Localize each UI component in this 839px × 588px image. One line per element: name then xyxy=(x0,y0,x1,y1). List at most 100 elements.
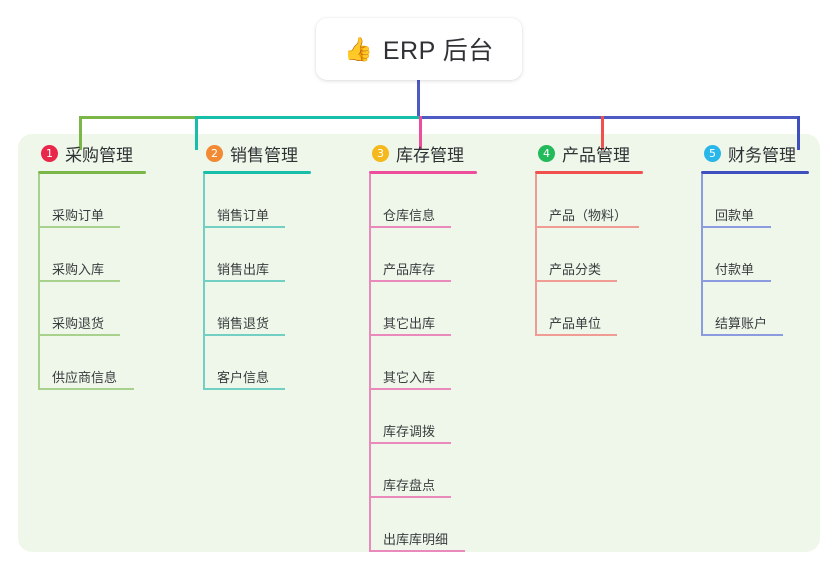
branch-item-rule xyxy=(535,226,639,228)
branch-index-badge: 4 xyxy=(538,144,555,162)
branch-item[interactable]: 产品单位 xyxy=(535,282,643,336)
branch-header-2[interactable]: 2 销售管理 xyxy=(203,140,311,166)
branch-item[interactable]: 客户信息 xyxy=(203,336,311,390)
branch-item-rule xyxy=(701,280,771,282)
branch-item-rule xyxy=(38,280,120,282)
branch-item-rule xyxy=(38,334,120,336)
branch-spine xyxy=(38,174,40,390)
branch-item-rule xyxy=(203,388,285,390)
branch-item-label: 销售订单 xyxy=(217,208,270,223)
branch-item-rule xyxy=(369,280,451,282)
branch-item-label: 结算账户 xyxy=(715,316,768,331)
connector-bus-segment-2 xyxy=(195,116,422,119)
branch-item[interactable]: 其它出库 xyxy=(369,282,477,336)
branch-item[interactable]: 采购订单 xyxy=(38,174,146,228)
connector-drop-5 xyxy=(797,116,800,150)
branch-item-rule xyxy=(369,334,451,336)
branch-item-label: 采购退货 xyxy=(52,316,105,331)
branch-item-rule xyxy=(701,334,783,336)
branch-item-label: 产品库存 xyxy=(383,262,436,277)
branch-index-badge: 2 xyxy=(206,144,223,162)
branch-title: 销售管理 xyxy=(230,145,298,165)
branch-index-badge: 1 xyxy=(41,144,58,162)
connector-trunk xyxy=(417,80,420,119)
branch-item-rule xyxy=(369,226,451,228)
branch-item[interactable]: 回款单 xyxy=(701,174,809,228)
branch-item[interactable]: 仓库信息 xyxy=(369,174,477,228)
branch-item-rule xyxy=(369,496,451,498)
branch-item-label: 产品单位 xyxy=(549,316,602,331)
root-node-title: ERP 后台 xyxy=(382,37,494,65)
branch-item[interactable]: 库存盘点 xyxy=(369,444,477,498)
branch-item[interactable]: 采购退货 xyxy=(38,282,146,336)
connector-bus-segment-1 xyxy=(79,116,198,119)
branch-column-1[interactable]: 1 采购管理采购订单采购入库采购退货供应商信息 xyxy=(38,140,146,390)
branch-item-rule xyxy=(535,280,617,282)
branch-item-label: 客户信息 xyxy=(217,370,270,385)
branch-header-rule xyxy=(701,171,809,174)
branch-item[interactable]: 产品（物料） xyxy=(535,174,643,228)
branch-item-rule xyxy=(369,550,465,552)
branch-title: 采购管理 xyxy=(65,145,133,165)
branch-item[interactable]: 库存调拨 xyxy=(369,390,477,444)
branch-item[interactable]: 产品分类 xyxy=(535,228,643,282)
branch-item[interactable]: 产品库存 xyxy=(369,228,477,282)
branch-item-rule xyxy=(369,442,451,444)
branch-item[interactable]: 销售出库 xyxy=(203,228,311,282)
branch-item-label: 库存调拨 xyxy=(383,424,436,439)
branch-item-rule xyxy=(38,388,134,390)
branch-item-rule xyxy=(701,226,771,228)
branch-spine xyxy=(701,174,703,336)
branch-column-2[interactable]: 2 销售管理销售订单销售出库销售退货客户信息 xyxy=(203,140,311,390)
branch-item-label: 其它出库 xyxy=(383,316,436,331)
branch-item-rule xyxy=(369,388,451,390)
branch-item[interactable]: 付款单 xyxy=(701,228,809,282)
branch-item[interactable]: 结算账户 xyxy=(701,282,809,336)
branch-header-rule xyxy=(535,171,643,174)
branch-item[interactable]: 销售退货 xyxy=(203,282,311,336)
branch-index-badge: 3 xyxy=(372,144,389,162)
branch-item-rule xyxy=(203,334,285,336)
connector-drop-3 xyxy=(419,116,422,150)
branch-item-label: 回款单 xyxy=(715,208,755,223)
branch-header-1[interactable]: 1 采购管理 xyxy=(38,140,146,166)
branch-items: 仓库信息产品库存其它出库其它入库库存调拨库存盘点出库库明细 xyxy=(369,174,477,552)
branch-items: 回款单付款单结算账户 xyxy=(701,174,809,336)
branch-item[interactable]: 供应商信息 xyxy=(38,336,146,390)
branch-items: 产品（物料） 产品分类产品单位 xyxy=(535,174,643,336)
branch-item-rule xyxy=(535,334,617,336)
root-node[interactable]: 👍 ERP 后台 xyxy=(316,18,522,80)
branch-spine xyxy=(369,174,371,552)
branch-spine xyxy=(535,174,537,336)
branch-index-badge: 5 xyxy=(704,144,721,162)
branch-header-rule xyxy=(38,171,146,174)
branch-item[interactable]: 采购入库 xyxy=(38,228,146,282)
branch-header-rule xyxy=(203,171,311,174)
connector-drop-4 xyxy=(601,116,604,150)
branch-item-label: 出库库明细 xyxy=(383,532,449,547)
branch-item[interactable]: 出库库明细 xyxy=(369,498,477,552)
branch-item[interactable]: 其它入库 xyxy=(369,336,477,390)
branch-item-label: 库存盘点 xyxy=(383,478,436,493)
branch-header-rule xyxy=(369,171,477,174)
branch-items: 采购订单采购入库采购退货供应商信息 xyxy=(38,174,146,390)
branch-item-label: 供应商信息 xyxy=(52,370,118,385)
connector-bus-segment-3 xyxy=(419,116,800,119)
connector-drop-2 xyxy=(195,116,198,150)
branch-item-rule xyxy=(38,226,120,228)
branch-item[interactable]: 销售订单 xyxy=(203,174,311,228)
connector-drop-1 xyxy=(79,116,82,150)
branch-item-label: 销售退货 xyxy=(217,316,270,331)
branch-item-label: 付款单 xyxy=(715,262,755,277)
branch-spine xyxy=(203,174,205,390)
branch-item-label: 产品分类 xyxy=(549,262,602,277)
branch-item-label: 采购入库 xyxy=(52,262,105,277)
branch-item-rule xyxy=(203,226,285,228)
